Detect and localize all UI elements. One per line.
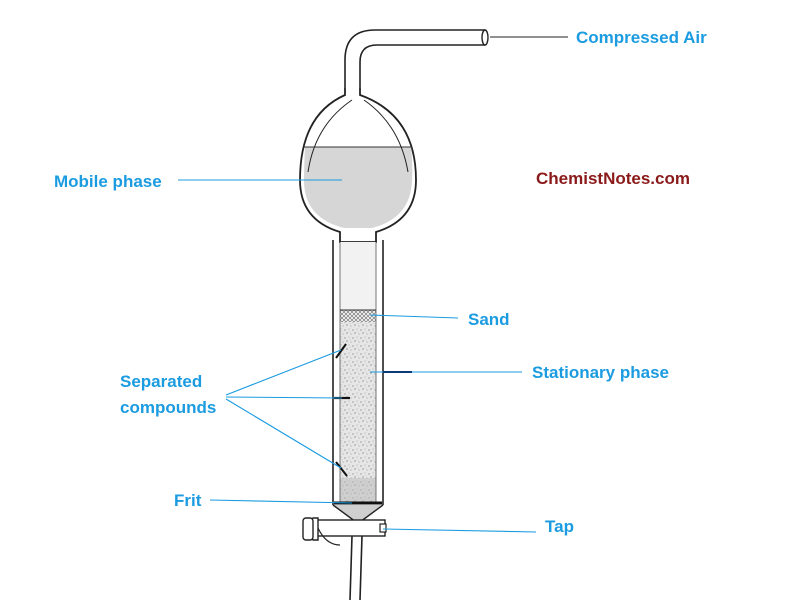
separated-leader-1 [225, 349, 342, 396]
label-stationary-phase: Stationary phase [532, 363, 669, 382]
label-frit: Frit [174, 491, 202, 510]
compound-band-3 [335, 461, 348, 477]
compound-band-1 [335, 343, 347, 359]
label-separated-compounds-line2: compounds [120, 398, 216, 417]
stationary-phase-bed [340, 322, 376, 502]
air-inlet-tube [344, 29, 489, 88]
sand-layer [340, 310, 376, 322]
chromatography-column [332, 240, 384, 523]
mobile-phase-liquid [304, 147, 413, 228]
frit-leader [209, 499, 353, 504]
label-separated-compounds-line1: Separated [120, 372, 202, 391]
stopcock-tap [302, 517, 387, 601]
solvent-reservoir [299, 88, 417, 243]
label-mobile-phase: Mobile phase [54, 172, 162, 191]
sand-leader [369, 314, 459, 319]
brand-watermark: ChemistNotes.com [536, 169, 690, 188]
label-compressed-air: Compressed Air [576, 28, 707, 47]
label-sand: Sand [468, 310, 510, 329]
leader-lines [178, 36, 568, 533]
separated-leader-3 [225, 398, 342, 469]
label-tap: Tap [545, 517, 574, 536]
tap-leader [382, 528, 537, 533]
separated-leader-2 [225, 396, 343, 399]
labels: Compressed Air Mobile phase Sand Station… [54, 28, 707, 536]
